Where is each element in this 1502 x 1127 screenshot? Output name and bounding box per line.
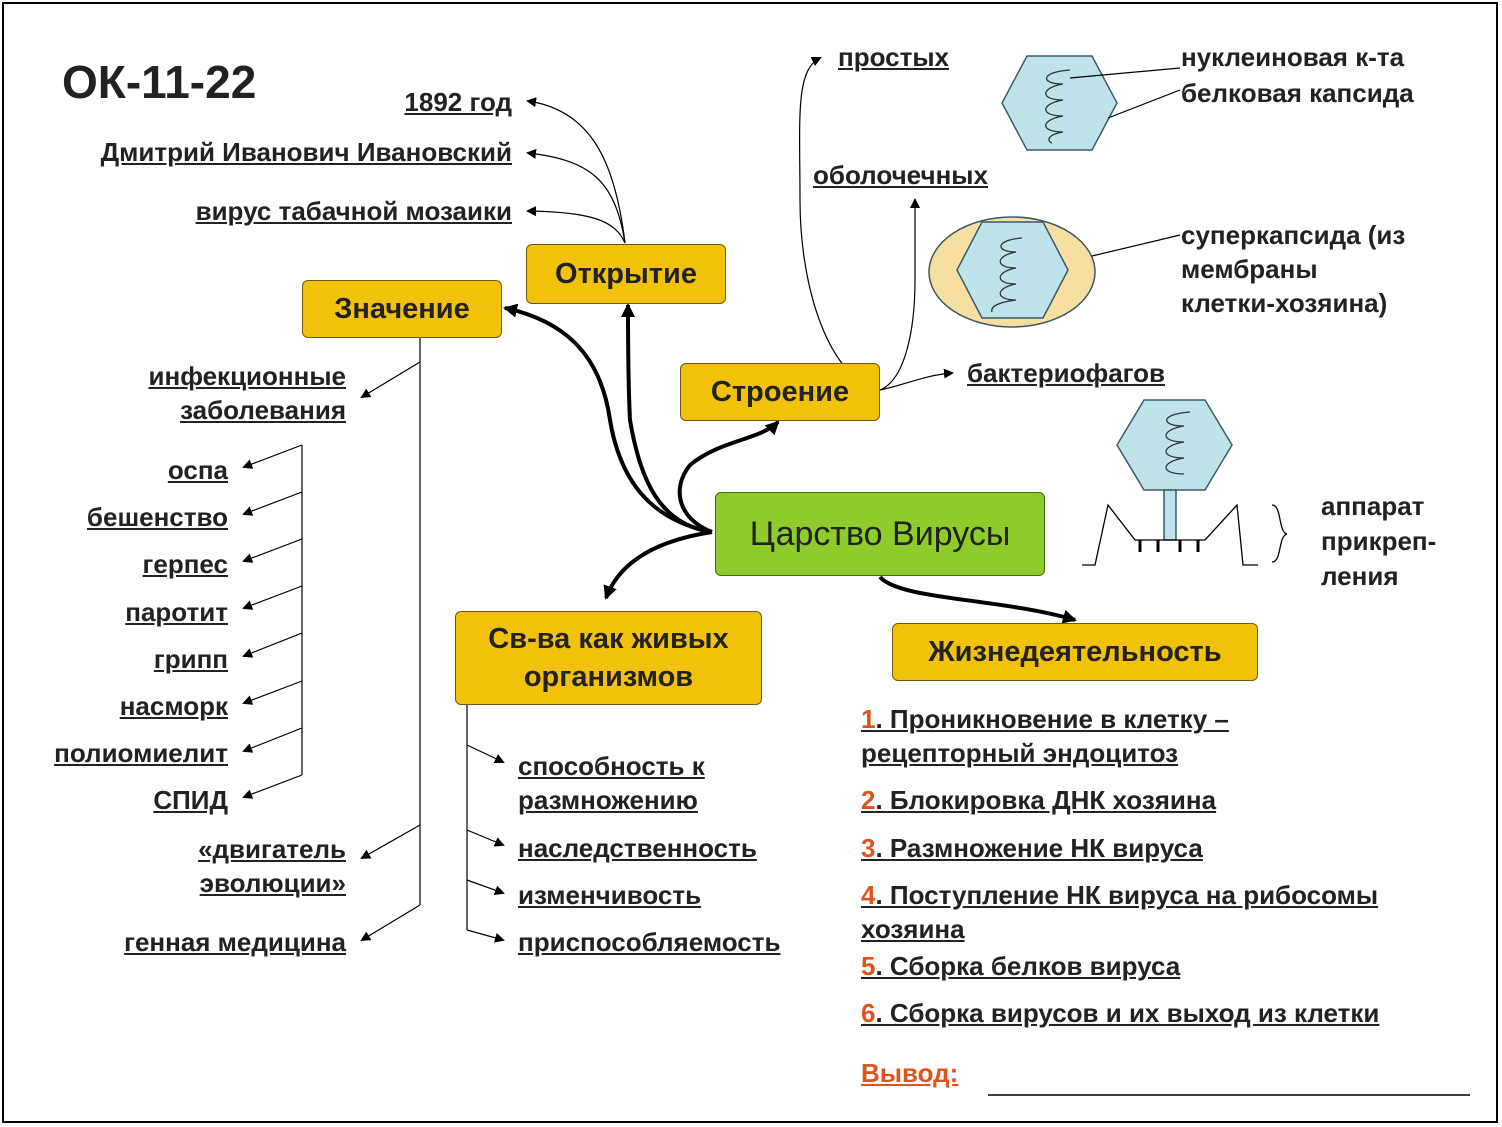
disease-item: насморк: [119, 691, 228, 721]
disease-item: полиомиелит: [54, 738, 228, 768]
label-nucleic-acid: нуклеиновая к-та: [1181, 42, 1405, 72]
label-supercapsid-1: суперкапсида (из: [1181, 220, 1406, 250]
property-reproduction-2: размножению: [518, 785, 698, 815]
conclusion-label: Вывод:: [861, 1058, 959, 1088]
evolution-line1: «двигатель: [198, 834, 346, 864]
evolution-line2: эволюции»: [199, 868, 346, 898]
structure-enveloped: оболочечных: [813, 160, 988, 190]
label-supercapsid-2: мембраны: [1181, 254, 1318, 284]
life-step-4: 4. Поступление НК вируса на рибосомы: [861, 880, 1379, 910]
property-reproduction-1: способность к: [518, 751, 705, 781]
label-attachment-2: прикреп-: [1321, 526, 1437, 556]
label-attachment-1: аппарат: [1321, 491, 1425, 521]
property-heredity: наследственность: [518, 833, 757, 863]
enveloped-virus-icon: [928, 216, 1181, 328]
center-node: Царство Вирусы: [715, 492, 1045, 576]
page-title: ОК-11-22: [62, 56, 257, 108]
disease-item: грипп: [153, 644, 228, 674]
disease-item: паротит: [125, 597, 228, 627]
label-capsid: белковая капсида: [1181, 78, 1414, 108]
life-step-5: 5. Сборка белков вируса: [861, 951, 1181, 981]
discovery-person: Дмитрий Иванович Ивановский: [100, 137, 512, 167]
node-properties: Св-ва как живых организмов: [455, 611, 762, 705]
property-adaptability: приспособляемость: [518, 927, 781, 957]
disease-item: оспа: [167, 455, 228, 485]
node-significance: Значение: [302, 280, 502, 338]
label-supercapsid-3: клетки-хозяина): [1181, 288, 1388, 318]
disease-item: СПИД: [153, 785, 228, 815]
life-step-3: 3. Размножение НК вируса: [861, 833, 1203, 863]
life-step-4-cont: хозяина: [861, 914, 965, 944]
life-step-6: 6. Сборка вирусов и их выход из клетки: [861, 998, 1380, 1028]
node-discovery: Открытие: [526, 244, 726, 304]
life-step-1-cont: рецепторный эндоцитоз: [861, 738, 1179, 768]
gene-medicine: генная медицина: [124, 927, 346, 957]
label-attachment-3: ления: [1321, 561, 1399, 591]
discovery-year: 1892 год: [404, 87, 512, 117]
infections-line2: заболевания: [180, 395, 346, 425]
structure-phages: бактериофагов: [967, 358, 1166, 388]
discovery-virus: вирус табачной мозаики: [195, 196, 512, 226]
structure-simple: простых: [838, 42, 949, 72]
property-variability: изменчивость: [518, 880, 702, 910]
simple-virus-icon: [1001, 55, 1181, 151]
disease-item: герпес: [142, 549, 228, 579]
node-life: Жизнедеятельность: [892, 623, 1258, 681]
life-step-1: 1. Проникновение в клетку –: [861, 704, 1229, 734]
life-step-2: 2. Блокировка ДНК хозяина: [861, 785, 1217, 815]
disease-item: бешенство: [86, 502, 228, 532]
bacteriophage-icon: [1082, 399, 1288, 566]
infections-line1: инфекционные: [148, 361, 347, 391]
node-structure: Строение: [680, 363, 880, 421]
